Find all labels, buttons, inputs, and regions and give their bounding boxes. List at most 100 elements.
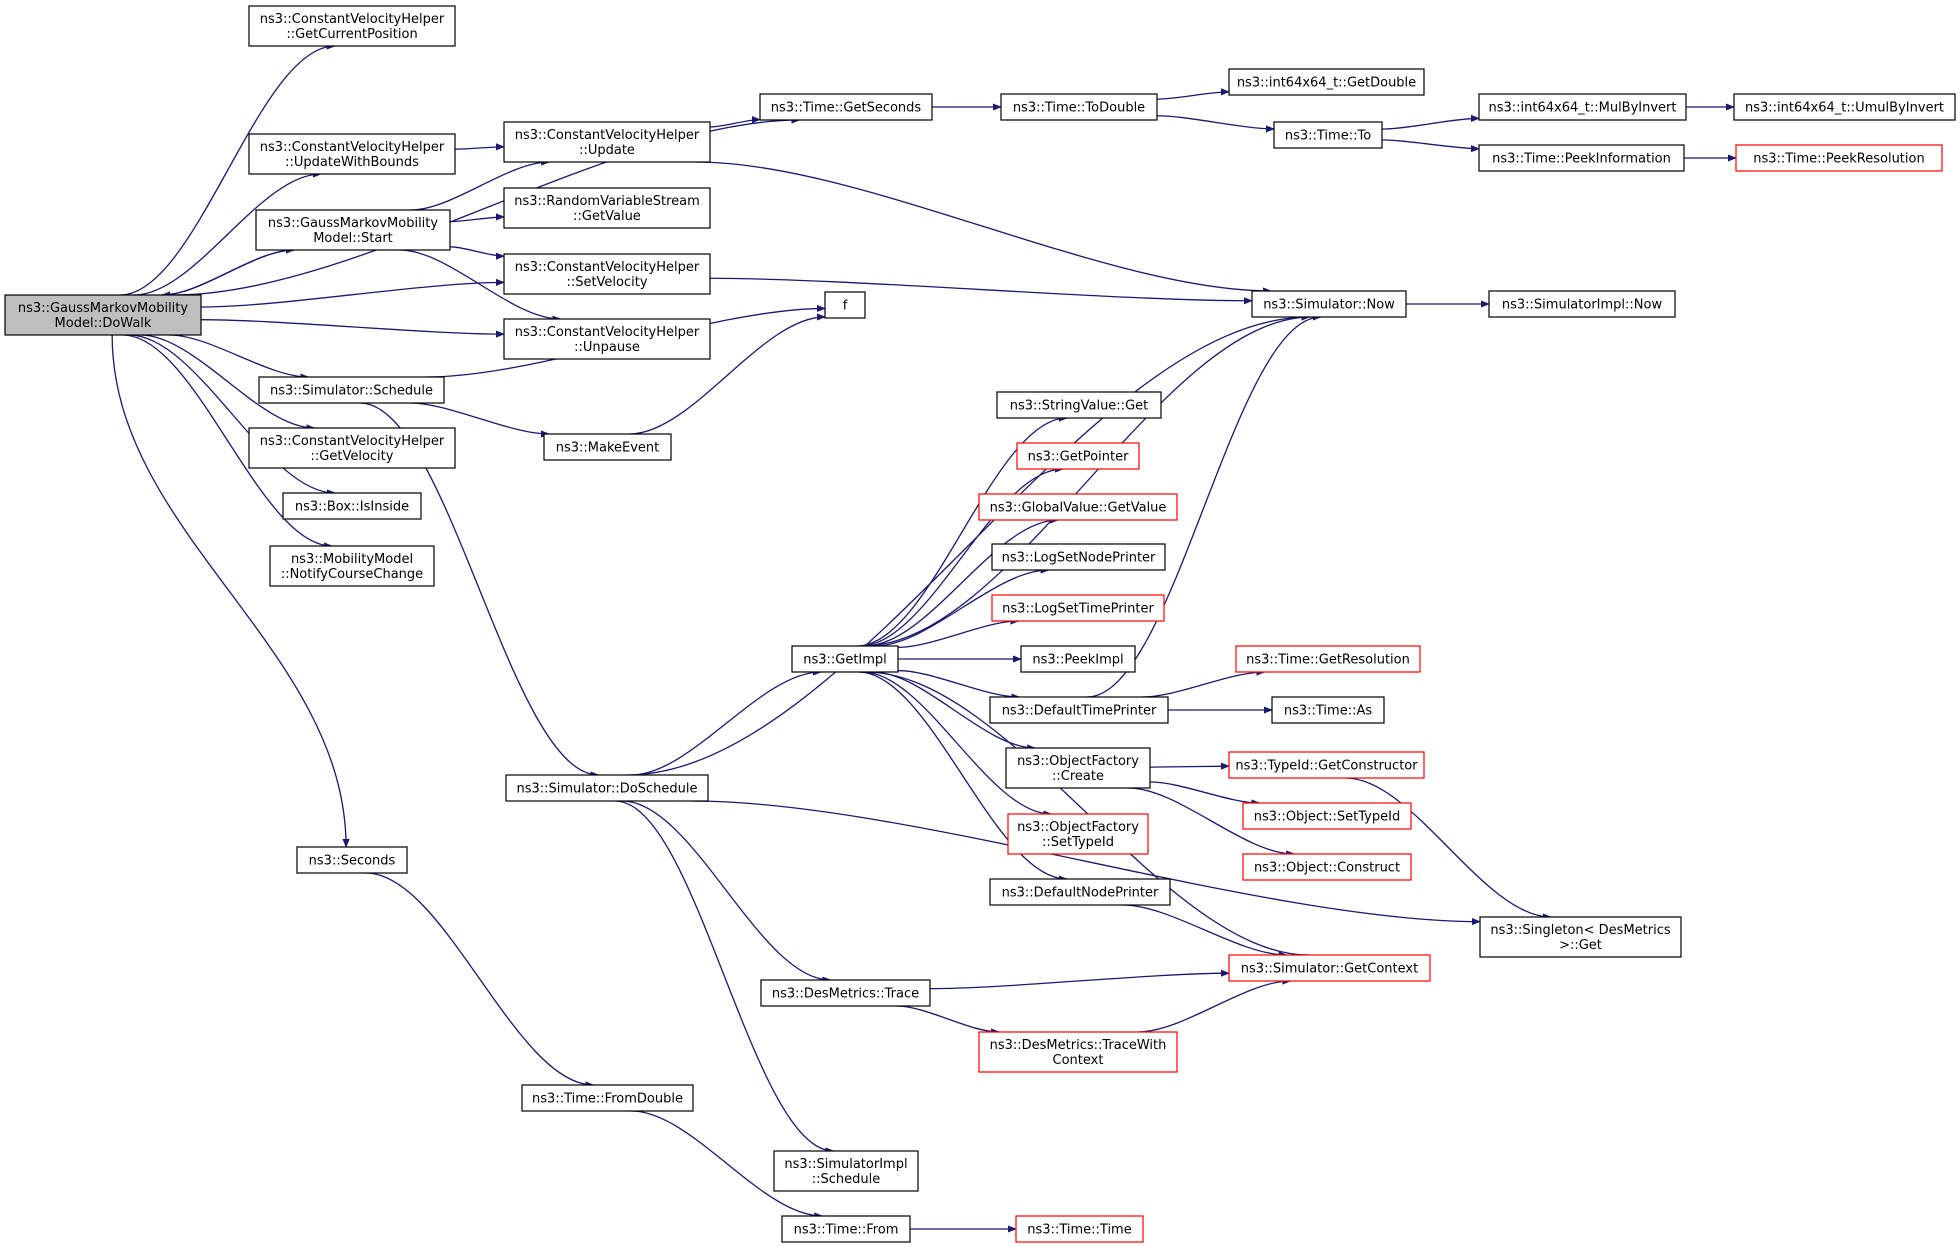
node-label: ns3::Seconds — [309, 854, 396, 869]
node-sim-impl-schedule[interactable]: ns3::SimulatorImpl::Schedule — [773, 1150, 919, 1192]
node-box — [248, 5, 456, 47]
node-box — [248, 133, 456, 175]
node-make-event[interactable]: ns3::MakeEvent — [543, 433, 672, 461]
node-box — [248, 427, 456, 469]
node-label: ::GetVelocity — [311, 449, 394, 464]
node-box — [978, 493, 1178, 521]
node-default-node-printer[interactable]: ns3::DefaultNodePrinter — [989, 878, 1171, 906]
edge-time-from-double-to-time-from — [631, 1110, 824, 1220]
edge-gmm-start-to-cvh-set-velocity — [449, 246, 505, 260]
node-get-pointer[interactable]: ns3::GetPointer — [1016, 442, 1140, 470]
node-label: ns3::GaussMarkovMobility — [18, 301, 188, 316]
node-box — [1015, 1215, 1144, 1243]
node-label: ::GetValue — [573, 209, 641, 224]
node-box-is-inside[interactable]: ns3::Box::IsInside — [282, 492, 422, 520]
node-time-peek-resolution[interactable]: ns3::Time::PeekResolution — [1735, 144, 1943, 172]
edge-sim-do-schedule-to-sim-now — [626, 313, 1311, 776]
node-time-get-resolution[interactable]: ns3::Time::GetResolution — [1235, 645, 1421, 673]
edges-layer — [111, 42, 1737, 1233]
node-box — [1228, 751, 1425, 779]
node-box — [503, 318, 711, 360]
node-label: ns3::SimulatorImpl::Now — [1502, 298, 1663, 313]
edge-do-walk-to-box-is-inside — [129, 334, 336, 497]
node-box — [1000, 93, 1158, 121]
node-sim-do-schedule[interactable]: ns3::Simulator::DoSchedule — [505, 774, 709, 802]
node-default-time-printer[interactable]: ns3::DefaultTimePrinter — [989, 696, 1169, 724]
node-get-impl[interactable]: ns3::GetImpl — [791, 645, 899, 673]
node-peek-impl[interactable]: ns3::PeekImpl — [1020, 645, 1136, 673]
edge-default-time-printer-to-time-get-resolution — [1142, 668, 1266, 698]
node-box — [1735, 144, 1943, 172]
node-cvh-update-with-bounds[interactable]: ns3::ConstantVelocityHelper::UpdateWithB… — [248, 133, 456, 175]
node-cvh-set-velocity[interactable]: ns3::ConstantVelocityHelper::SetVelocity — [503, 253, 711, 295]
node-label: ns3::DesMetrics::TraceWith — [990, 1038, 1167, 1053]
node-des-trace[interactable]: ns3::DesMetrics::Trace — [760, 979, 931, 1007]
edge-get-impl-to-log-set-time-printer — [897, 617, 1020, 649]
node-time-time[interactable]: ns3::Time::Time — [1015, 1215, 1144, 1243]
node-box — [1242, 853, 1412, 881]
node-obj-factory-create[interactable]: ns3::ObjectFactory::Create — [1005, 747, 1151, 789]
node-label: ::Schedule — [812, 1172, 881, 1187]
node-object-construct[interactable]: ns3::Object::Construct — [1242, 853, 1412, 881]
node-cvh-unpause[interactable]: ns3::ConstantVelocityHelper::Unpause — [503, 318, 711, 360]
node-sim-now[interactable]: ns3::Simulator::Now — [1251, 290, 1407, 318]
node-string-value-get[interactable]: ns3::StringValue::Get — [996, 391, 1162, 419]
node-int64-mul-by-invert[interactable]: ns3::int64x64_t::MulByInvert — [1478, 93, 1687, 121]
node-sim-schedule[interactable]: ns3::Simulator::Schedule — [258, 376, 445, 404]
node-int64-umul-by-invert[interactable]: ns3::int64x64_t::UmulByInvert — [1733, 93, 1956, 121]
node-log-set-node-printer[interactable]: ns3::LogSetNodePrinter — [991, 543, 1166, 571]
node-box — [1242, 802, 1412, 830]
node-type-id-get-constructor[interactable]: ns3::TypeId::GetConstructor — [1228, 751, 1425, 779]
node-box — [1228, 954, 1431, 982]
node-sim-get-context[interactable]: ns3::Simulator::GetContext — [1228, 954, 1431, 982]
node-obj-factory-set-type-id[interactable]: ns3::ObjectFactory::SetTypeId — [1007, 813, 1149, 855]
node-label: ns3::Simulator::Now — [1263, 298, 1395, 313]
node-cvh-update[interactable]: ns3::ConstantVelocityHelper::Update — [503, 121, 711, 163]
node-box — [781, 1215, 911, 1243]
node-label: ::Update — [579, 143, 635, 158]
node-rvs-get-value[interactable]: ns3::RandomVariableStream::GetValue — [503, 187, 711, 229]
node-object-set-type-id[interactable]: ns3::Object::SetTypeId — [1242, 802, 1412, 830]
node-time-as[interactable]: ns3::Time::As — [1271, 696, 1385, 724]
node-time-to[interactable]: ns3::Time::To — [1273, 121, 1383, 149]
node-sim-impl-now[interactable]: ns3::SimulatorImpl::Now — [1488, 290, 1676, 318]
node-box — [991, 594, 1165, 622]
edge-gmm-start-to-cvh-update — [410, 158, 551, 211]
node-global-value-get-value[interactable]: ns3::GlobalValue::GetValue — [978, 493, 1178, 521]
node-label: ns3::ObjectFactory — [1017, 754, 1139, 769]
node-label: ns3::ConstantVelocityHelper — [515, 260, 700, 275]
node-label: ns3::StringValue::Get — [1010, 399, 1148, 414]
node-box — [503, 121, 711, 163]
node-box — [1478, 93, 1687, 121]
edge-cvh-update-to-sim-now — [696, 161, 1272, 295]
node-time-peek-information[interactable]: ns3::Time::PeekInformation — [1478, 144, 1685, 172]
node-label: ns3::DefaultNodePrinter — [1002, 886, 1159, 901]
node-label: ns3::Time::From — [794, 1223, 899, 1238]
node-cvh-get-current-position[interactable]: ns3::ConstantVelocityHelper::GetCurrentP… — [248, 5, 456, 47]
node-label: ns3::Time::FromDouble — [532, 1092, 683, 1107]
edge-time-to-to-time-peek-information — [1381, 139, 1480, 153]
node-cvh-get-velocity[interactable]: ns3::ConstantVelocityHelper::GetVelocity — [248, 427, 456, 469]
node-label: ns3::LogSetTimePrinter — [1002, 602, 1154, 617]
node-label: ns3::MakeEvent — [556, 441, 660, 456]
node-box — [1273, 121, 1383, 149]
node-box — [269, 545, 435, 587]
node-f[interactable]: f — [824, 291, 866, 319]
node-time-to-double[interactable]: ns3::Time::ToDouble — [1000, 93, 1158, 121]
edge-do-walk-to-mm-notify — [122, 334, 334, 550]
node-seconds[interactable]: ns3::Seconds — [296, 846, 408, 874]
node-singleton-get[interactable]: ns3::Singleton< DesMetrics>::Get — [1479, 916, 1682, 958]
node-time-from-double[interactable]: ns3::Time::FromDouble — [521, 1084, 694, 1112]
node-mm-notify[interactable]: ns3::MobilityModel::NotifyCourseChange — [269, 545, 435, 587]
node-label: ns3::DesMetrics::Trace — [772, 987, 919, 1002]
node-box — [282, 492, 422, 520]
node-int64-get-double[interactable]: ns3::int64x64_t::GetDouble — [1228, 68, 1425, 96]
edge-sim-now-to-get-impl — [861, 316, 1312, 650]
node-time-get-seconds[interactable]: ns3::Time::GetSeconds — [759, 93, 933, 121]
node-log-set-time-printer[interactable]: ns3::LogSetTimePrinter — [991, 594, 1165, 622]
node-time-from[interactable]: ns3::Time::From — [781, 1215, 911, 1243]
